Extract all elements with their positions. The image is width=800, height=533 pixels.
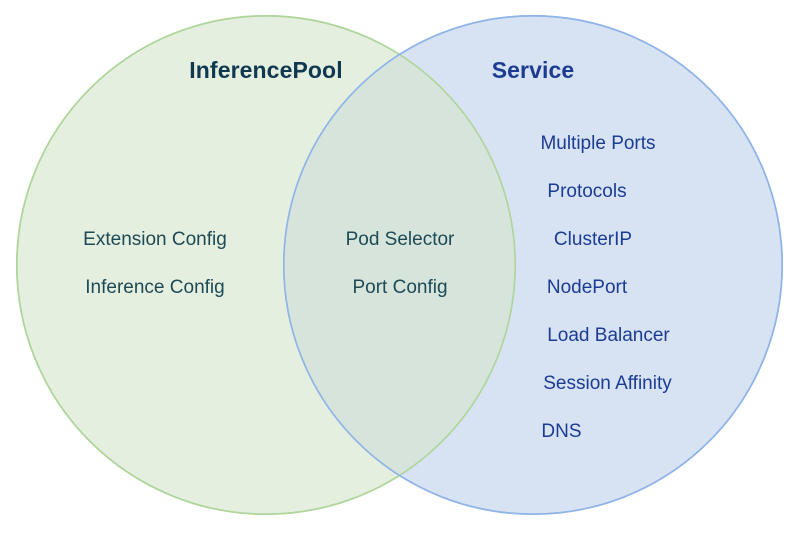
right-set-item: Multiple Ports bbox=[540, 133, 656, 154]
right-set-item: NodePort bbox=[546, 277, 628, 298]
right-set-circle-outline bbox=[282, 15, 783, 515]
right-set-item: DNS bbox=[541, 421, 582, 442]
left-set-circle-outline bbox=[16, 15, 516, 515]
right-set-item: ClusterIP bbox=[553, 229, 633, 250]
left-set-title: InferencePool bbox=[189, 57, 343, 83]
intersection-item-list: Pod Selector Port Config bbox=[346, 230, 455, 297]
left-set-item: Extension Config bbox=[83, 229, 227, 250]
right-set-item: Load Balancer bbox=[547, 325, 670, 346]
right-set-item: Protocols bbox=[547, 181, 627, 202]
intersection-item: Pod Selector bbox=[345, 229, 455, 250]
left-set-item-list: Extension Config Inference Config bbox=[83, 230, 227, 297]
intersection-region bbox=[283, 15, 516, 515]
intersection-item: Port Config bbox=[352, 277, 448, 298]
left-set-item: Inference Config bbox=[85, 277, 225, 298]
right-set-item-list: Multiple Ports Protocols ClusterIP NodeP… bbox=[524, 133, 672, 442]
right-set-item: Session Affinity bbox=[543, 373, 672, 394]
right-set-title: Service bbox=[491, 57, 575, 83]
